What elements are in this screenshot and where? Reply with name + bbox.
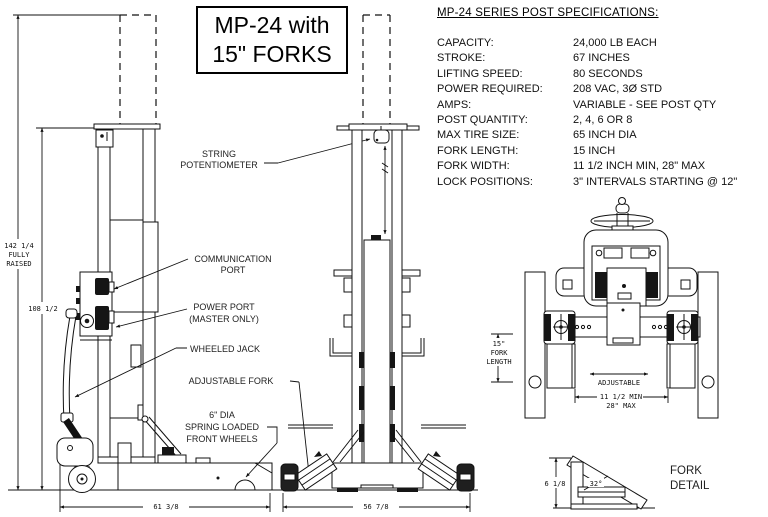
spec-label: FORK WIDTH: — [437, 160, 510, 173]
wheeled-jack-label: WHEELED JACK — [190, 344, 260, 354]
post-base — [331, 462, 424, 489]
spec-value: 3" INTERVALS STARTING @ 12" — [573, 175, 738, 188]
front-wheels-label-3: FRONT WHEELS — [186, 434, 257, 444]
spec-row: LIFTING SPEED: 80 SECONDS — [437, 67, 765, 82]
callout-labels: STRING POTENTIOMETER COMMUNICATION PORT … — [74, 138, 371, 478]
spec-label: POST QUANTITY: — [437, 114, 528, 127]
power-port-label-2: (MASTER ONLY) — [189, 314, 259, 324]
spec-label: CAPACITY: — [437, 37, 494, 49]
fork-detail-label-2: DETAIL — [670, 480, 710, 492]
front-view-drawing: 56 7/8 — [280, 14, 475, 512]
dim-fork-length-2: FORK — [491, 349, 509, 357]
jack-body — [56, 437, 94, 467]
fork-right — [666, 343, 696, 389]
spec-row: STROKE: 67 INCHES — [437, 51, 765, 66]
specs-heading: MP-24 SERIES POST SPECIFICATIONS: — [437, 7, 659, 19]
steering-knob — [615, 203, 630, 214]
spec-label: AMPS: — [437, 98, 472, 111]
spec-value: 15 INCH — [573, 144, 616, 157]
power-port-label-1: POWER PORT — [193, 302, 255, 312]
spec-value: VARIABLE - SEE POST QTY — [573, 98, 717, 111]
spec-label: LIFTING SPEED: — [437, 67, 523, 80]
spring-wheel-notch — [234, 479, 256, 491]
dim-fork-angle: 32° — [590, 480, 603, 488]
fork-detail-drawing: 32° 6 1/8 FORK DETAIL — [542, 455, 710, 510]
fork-left — [546, 343, 576, 389]
adjustable-fork-left — [294, 453, 338, 491]
dim-fully-raised-word2: RAISED — [6, 260, 31, 268]
spec-label: STROKE: — [437, 52, 486, 65]
dim-fork-length-1: 15" — [493, 340, 506, 348]
fork-blade — [566, 455, 648, 510]
spec-row: CAPACITY: 24,000 LB EACH — [437, 36, 765, 51]
dim-fork-width-max: 28" MAX — [606, 402, 636, 410]
power-port-connector — [95, 306, 109, 330]
spec-row: LOCK POSITIONS: 3" INTERVALS STARTING @ 1… — [437, 175, 765, 190]
communication-port-connector — [95, 278, 109, 295]
front-wheels-label-1: 6" DIA — [209, 410, 235, 420]
dim-fully-raised-value: 142 1/4 — [4, 242, 34, 250]
fork-carrier-right — [666, 310, 699, 345]
spec-value: 80 SECONDS — [573, 67, 643, 80]
fork-carrier-left — [543, 310, 576, 345]
spec-row: FORK WIDTH: 11 1/2 INCH MIN, 28" MAX — [437, 159, 765, 174]
title-box: MP-24 with 15" FORKS — [196, 6, 348, 74]
spec-value: 65 INCH DIA — [573, 129, 637, 142]
spec-value: 11 1/2 INCH MIN, 28" MAX — [573, 160, 706, 173]
dim-fork-width-min: 11 1/2 MIN — [600, 393, 642, 401]
communication-port-label-1: COMMUNICATION — [194, 254, 271, 264]
pulley-housing — [95, 129, 114, 148]
lift-carriage — [363, 239, 391, 479]
jack-handle — [62, 315, 71, 421]
spec-value: 2, 4, 6 OR 8 — [573, 114, 633, 127]
carriage-side — [142, 221, 159, 313]
spec-label: FORK LENGTH: — [437, 144, 519, 157]
adjustable-fork-label: ADJUSTABLE FORK — [189, 376, 274, 386]
string-potentiometer-label-1: STRING — [202, 149, 236, 159]
spec-label: MAX TIRE SIZE: — [437, 129, 520, 142]
string-potentiometer-label-2: POTENTIOMETER — [180, 160, 258, 170]
dim-front-base-width: 56 7/8 — [363, 503, 388, 511]
spec-row: FORK LENGTH: 15 INCH — [437, 144, 765, 159]
spec-row: AMPS: VARIABLE - SEE POST QTY — [437, 98, 765, 113]
specifications-block: MP-24 SERIES POST SPECIFICATIONS: CAPACI… — [437, 7, 765, 190]
dim-fork-length-3: LENGTH — [486, 358, 511, 366]
front-wheels-label-2: SPRING LOADED — [185, 422, 260, 432]
spec-row: MAX TIRE SIZE: 65 INCH DIA — [437, 128, 765, 143]
dim-collapsed-height: 108 1/2 — [28, 305, 58, 313]
spec-value: 67 INCHES — [573, 52, 630, 65]
communication-port-label-2: PORT — [221, 265, 246, 275]
dim-fully-raised-word1: FULLY — [8, 251, 30, 259]
adjustable-fork-right — [417, 453, 461, 491]
spec-row: POWER REQUIRED: 208 VAC, 3Ø STD — [437, 82, 765, 97]
spec-value: 24,000 LB EACH — [573, 37, 657, 49]
dim-adjustable-label: ADJUSTABLE — [598, 379, 640, 387]
fork-detail-label-1: FORK — [670, 465, 702, 477]
title-line-2: 15" FORKS — [212, 41, 332, 67]
spec-row: POST QUANTITY: 2, 4, 6 OR 8 — [437, 113, 765, 128]
side-view-drawing: 142 1/4 FULLY RAISED 108 1/2 61 3/8 — [1, 14, 478, 512]
dim-fork-height: 6 1/8 — [544, 480, 565, 488]
title-line-1: MP-24 with — [214, 12, 330, 38]
spec-value: 208 VAC, 3Ø STD — [573, 83, 663, 96]
spec-label: POWER REQUIRED: — [437, 83, 543, 96]
spec-label: LOCK POSITIONS: — [437, 175, 533, 188]
dim-side-base-width: 61 3/8 — [153, 503, 178, 511]
top-view-drawing: 15" FORK LENGTH ADJUSTABLE 11 1/2 MIN 28… — [484, 197, 719, 419]
